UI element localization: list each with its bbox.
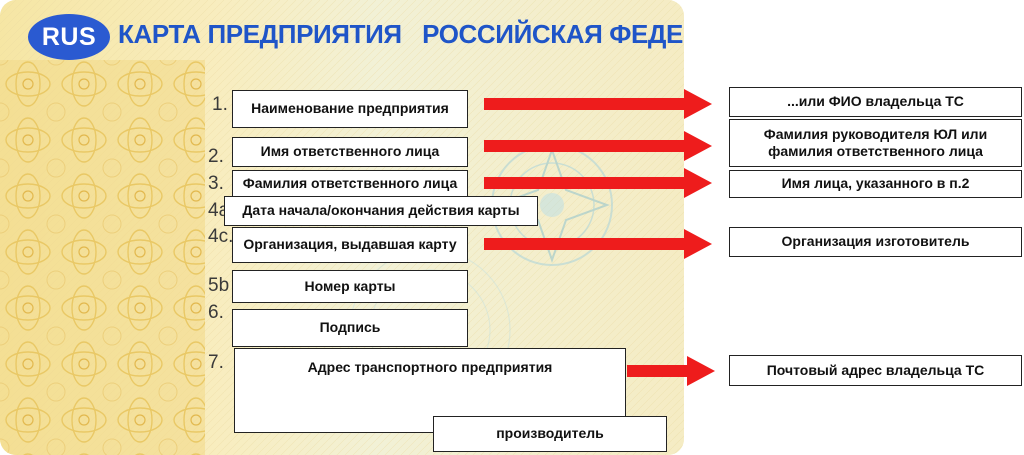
field-card-number: Номер карты <box>232 270 468 303</box>
field-number-1: 1. <box>212 94 228 115</box>
arrow-1 <box>484 89 712 119</box>
card-header: RUS КАРТА ПРЕДПРИЯТИЯ РОССИЙСКАЯ ФЕДЕРАЦ… <box>0 0 684 68</box>
field-number-5b: 5b <box>208 275 230 296</box>
field-issuing-organization: Организация, выдавшая карту <box>232 227 468 263</box>
note-manufacturer-org: Организация изготовитель <box>729 227 1022 257</box>
field-number-4c: 4c. <box>208 226 234 247</box>
note-owner-name: ...или ФИО владельца ТС <box>729 87 1022 117</box>
label-manufacturer: производитель <box>433 416 667 452</box>
note-head-surname: Фамилия руководителя ЮЛ или фамилия отве… <box>729 119 1022 167</box>
field-signature: Подпись <box>232 309 468 347</box>
field-enterprise-name: Наименование предприятия <box>232 90 468 128</box>
field-number-6: 6. <box>208 302 224 323</box>
note-person-name: Имя лица, указанного в п.2 <box>729 170 1022 198</box>
field-number-2: 2. <box>208 146 224 167</box>
arrow-3 <box>484 168 712 198</box>
note-postal-address: Почтовый адрес владельца ТС <box>729 355 1022 386</box>
country-badge: RUS <box>28 14 110 60</box>
field-validity-dates: Дата начала/окончания действия карты <box>224 196 538 226</box>
field-number-4a: 4a <box>208 200 230 221</box>
card-title: КАРТА ПРЕДПРИЯТИЯ РОССИЙСКАЯ ФЕДЕРАЦИЯ <box>118 19 684 49</box>
arrow-4 <box>484 229 712 259</box>
arrow-5 <box>627 356 715 386</box>
field-number-3: 3. <box>208 173 224 194</box>
arrow-2 <box>484 131 712 161</box>
field-responsible-first-name: Имя ответственного лица <box>232 137 468 167</box>
field-responsible-last-name: Фамилия ответственного лица <box>232 170 468 197</box>
field-number-7: 7. <box>208 352 224 373</box>
